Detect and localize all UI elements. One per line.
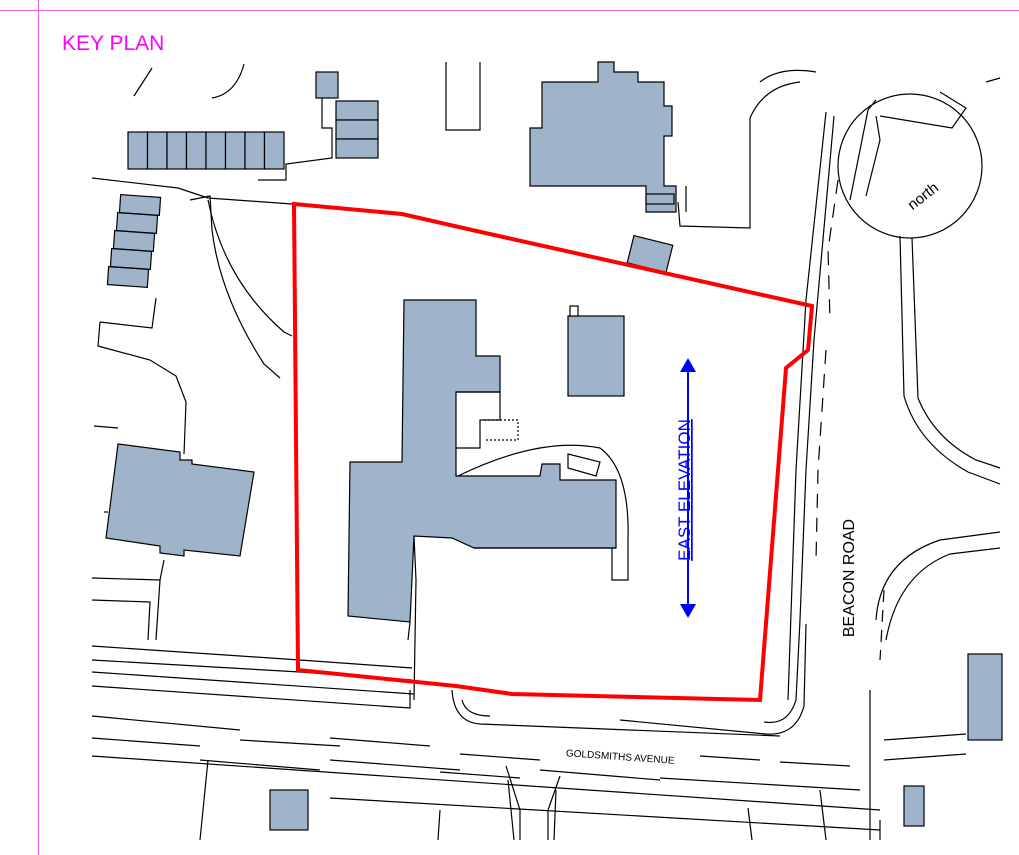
building-main-site: [347, 299, 617, 623]
buildings: [105, 61, 1003, 831]
frame-top-border: [0, 10, 1019, 11]
east-elevation-marker: EAST ELEVATION: [675, 358, 696, 618]
north-circle: [837, 93, 983, 239]
building-terrace-row: [127, 131, 285, 170]
building-top-center-annex: [645, 193, 675, 205]
site-boundary: [291, 201, 815, 703]
building-right-edge: [967, 653, 1003, 741]
map-linework: [91, 62, 1001, 841]
building-top-small: [315, 71, 339, 99]
key-plan-title: KEY PLAN: [62, 32, 165, 55]
building-left-stack: [106, 193, 162, 289]
building-top-center: [529, 61, 677, 213]
building-left-large: [105, 443, 255, 557]
beacon-road-label: BEACON ROAD: [841, 519, 858, 637]
building-bottom-small: [269, 789, 309, 831]
north-label: north: [905, 179, 942, 213]
frame-left-border: [38, 0, 39, 855]
arrow-down-icon: [680, 604, 696, 618]
arrow-up-icon: [680, 358, 696, 372]
east-elevation-label: EAST ELEVATION: [675, 419, 694, 561]
building-outbuilding: [567, 315, 625, 397]
building-right-bottom: [903, 785, 925, 827]
goldsmiths-avenue-label: GOLDSMITHS AVENUE: [566, 748, 676, 767]
building-stack-top: [335, 100, 379, 159]
